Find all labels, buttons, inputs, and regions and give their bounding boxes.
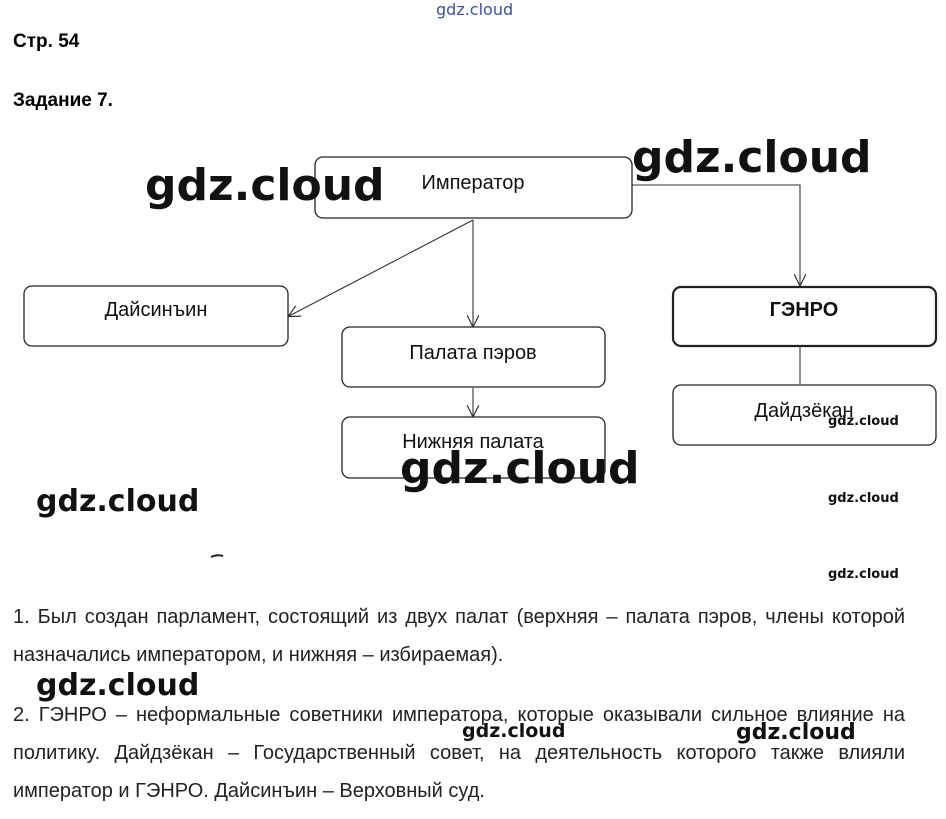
node-genro: ГЭНРО — [671, 285, 938, 348]
answer-paragraph-1: 1. Был создан парламент, состоящий из дв… — [13, 606, 905, 666]
watermark-medium: gdz.cloud — [462, 720, 566, 742]
node-emperor: Император — [314, 156, 633, 219]
watermark-medium: gdz.cloud — [36, 484, 200, 519]
watermark-large: gdz.cloud — [400, 443, 640, 494]
watermark-small: gdz.cloud — [828, 414, 899, 429]
page-number: Стр. 54 — [13, 31, 80, 52]
node-emperor-label: Император — [421, 172, 524, 194]
node-lower-label: Нижняя палата — [402, 431, 544, 453]
edge-emperor-daishinin — [289, 219, 474, 316]
watermark-small: gdz.cloud — [828, 491, 899, 506]
watermark-medium: gdz.cloud — [736, 720, 856, 745]
watermark-large: gdz.cloud — [632, 132, 872, 183]
node-daijokan-label: Дайдзёкан — [754, 400, 853, 422]
node-lower: Нижняя палата — [341, 416, 606, 479]
node-peers: Палата пэров — [341, 326, 606, 388]
node-daishinin-label: Дайсинъин — [105, 299, 208, 321]
node-peers-label: Палата пэров — [409, 342, 536, 364]
edge-emperor-genro — [632, 184, 800, 285]
watermark-small: gdz.cloud — [828, 567, 899, 582]
task-title: Задание 7. — [13, 90, 113, 111]
node-genro-label: ГЭНРО — [770, 299, 839, 321]
scan-speck — [210, 554, 224, 558]
node-daijokan: Дайдзёкан — [672, 384, 937, 446]
answer-paragraph-2: 2. ГЭНРО – неформальные советники импера… — [13, 704, 905, 802]
watermark-medium: gdz.cloud — [36, 668, 200, 703]
watermark-top: gdz.cloud — [436, 0, 514, 19]
node-daishinin: Дайсинъин — [23, 285, 289, 347]
watermark-large: gdz.cloud — [145, 160, 385, 211]
